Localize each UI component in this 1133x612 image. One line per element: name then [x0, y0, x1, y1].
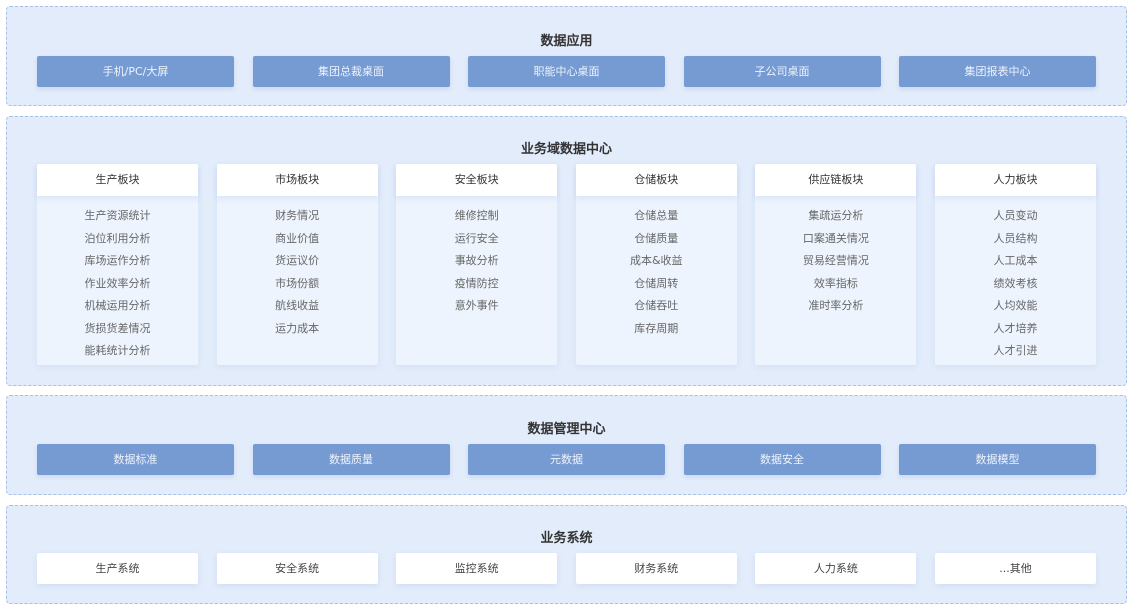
block-item[interactable]: 人均效能: [993, 299, 1038, 312]
data-management-title: 数据管理中心: [527, 422, 606, 437]
block-human-resources: 人力板块 人员变动 人员结构 人工成本 绩效考核 人均效能 人才培养 人才引进: [934, 164, 1096, 365]
business-systems-panel: 业务系统 生产系统 安全系统 监控系统 财务系统 人力系统 ...其他: [6, 505, 1127, 604]
block-item[interactable]: 货损货差情况: [84, 321, 151, 335]
block-item[interactable]: 仓储周转: [634, 276, 679, 290]
block-safety: 安全板块 维修控制 运行安全 事故分析 疫情防控 意外事件: [396, 164, 558, 365]
block-item[interactable]: 准时率分析: [808, 299, 864, 312]
block-item[interactable]: 人员变动: [993, 209, 1038, 222]
block-item[interactable]: 人才培养: [993, 321, 1038, 335]
block-item[interactable]: 口案通关情况: [802, 231, 869, 245]
mgmt-button-metadata[interactable]: 元数据: [468, 444, 665, 475]
mgmt-button-data-security[interactable]: 数据安全: [683, 444, 881, 475]
mgmt-button-data-model[interactable]: 数据模型: [899, 444, 1096, 475]
app-button-function-center-desktop[interactable]: 职能中心桌面: [468, 56, 665, 87]
block-item[interactable]: 仓储总量: [634, 209, 679, 222]
block-warehousing: 仓储板块 仓储总量 仓储质量 成本&收益 仓储周转 仓储吞吐 库存周期: [575, 164, 737, 365]
block-item[interactable]: 人员结构: [993, 231, 1038, 245]
block-item[interactable]: 事故分析: [454, 254, 499, 267]
block-item[interactable]: 仓储质量: [634, 231, 679, 245]
block-header[interactable]: 供应链板块: [755, 164, 917, 196]
block-item[interactable]: 人工成本: [993, 254, 1038, 267]
system-button-monitoring[interactable]: 监控系统: [396, 553, 558, 584]
system-button-others[interactable]: ...其他: [934, 553, 1096, 584]
business-domain-title: 业务域数据中心: [520, 142, 612, 157]
mgmt-button-data-standard[interactable]: 数据标准: [37, 444, 234, 475]
data-application-title: 数据应用: [540, 34, 593, 49]
block-item[interactable]: 运行安全: [454, 231, 499, 245]
block-item[interactable]: 效率指标: [813, 276, 858, 290]
block-item[interactable]: 市场份额: [275, 276, 320, 290]
block-item[interactable]: 仓储吞吐: [634, 299, 679, 312]
block-header[interactable]: 市场板块: [216, 164, 378, 196]
block-item[interactable]: 绩效考核: [993, 276, 1038, 290]
block-supply-chain: 供应链板块 集疏运分析 口案通关情况 贸易经营情况 效率指标 准时率分析: [755, 164, 917, 365]
block-item[interactable]: 成本&收益: [629, 254, 683, 267]
block-item[interactable]: 能耗统计分析: [84, 344, 151, 357]
business-systems-title: 业务系统: [540, 531, 593, 546]
block-item[interactable]: 商业价值: [275, 231, 320, 245]
block-header[interactable]: 仓储板块: [575, 164, 737, 196]
block-item[interactable]: 生产资源统计: [84, 209, 151, 222]
block-production: 生产板块 生产资源统计 泊位利用分析 库场运作分析 作业效率分析 机械运用分析 …: [37, 164, 198, 365]
block-item[interactable]: 泊位利用分析: [84, 231, 151, 245]
data-application-panel: 数据应用 手机/PC/大屏 集团总裁桌面 职能中心桌面 子公司桌面 集团报表中心: [6, 6, 1127, 106]
block-header[interactable]: 人力板块: [934, 164, 1096, 196]
block-item[interactable]: 库场运作分析: [84, 254, 151, 267]
system-button-production[interactable]: 生产系统: [37, 553, 198, 584]
app-button-subsidiary-desktop[interactable]: 子公司桌面: [683, 56, 881, 87]
block-item[interactable]: 运力成本: [275, 321, 320, 335]
system-button-finance[interactable]: 财务系统: [575, 553, 737, 584]
block-item[interactable]: 机械运用分析: [84, 299, 151, 312]
app-button-group-report-center[interactable]: 集团报表中心: [899, 56, 1096, 87]
block-item[interactable]: 意外事件: [454, 299, 499, 312]
block-header[interactable]: 生产板块: [37, 164, 198, 196]
block-market: 市场板块 财务情况 商业价值 货运议价 市场份额 航线收益 运力成本: [216, 164, 378, 365]
app-button-mobile-pc-screen[interactable]: 手机/PC/大屏: [37, 56, 234, 87]
app-button-group-president-desktop[interactable]: 集团总裁桌面: [252, 56, 450, 87]
data-management-panel: 数据管理中心 数据标准 数据质量 元数据 数据安全 数据模型: [6, 395, 1127, 495]
block-item[interactable]: 贸易经营情况: [802, 254, 869, 267]
block-item[interactable]: 疫情防控: [454, 276, 499, 290]
block-item[interactable]: 库存周期: [634, 321, 679, 335]
business-domain-panel: 业务域数据中心 生产板块 生产资源统计 泊位利用分析 库场运作分析 作业效率分析…: [6, 116, 1127, 386]
block-item[interactable]: 财务情况: [275, 209, 320, 222]
block-item[interactable]: 集疏运分析: [808, 209, 864, 222]
system-button-hr[interactable]: 人力系统: [755, 553, 917, 584]
block-item[interactable]: 人才引进: [993, 344, 1038, 357]
block-item[interactable]: 货运议价: [275, 254, 320, 267]
block-header[interactable]: 安全板块: [396, 164, 558, 196]
mgmt-button-data-quality[interactable]: 数据质量: [252, 444, 450, 475]
block-item[interactable]: 作业效率分析: [84, 276, 151, 290]
block-item[interactable]: 航线收益: [275, 299, 320, 312]
block-item[interactable]: 维修控制: [454, 209, 499, 222]
system-button-safety[interactable]: 安全系统: [216, 553, 378, 584]
